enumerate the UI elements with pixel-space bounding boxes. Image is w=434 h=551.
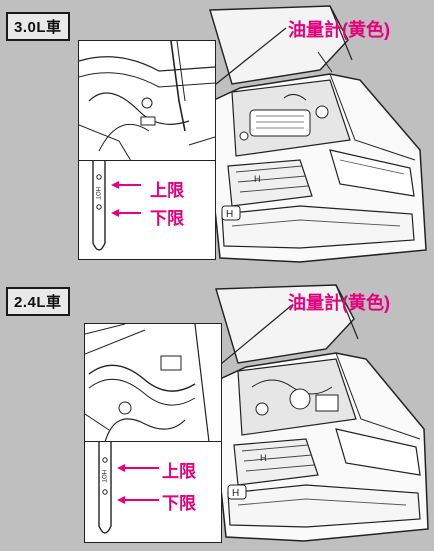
dipstick-callout: 油量計(黄色): [288, 20, 390, 40]
lower-limit-label: 下限: [162, 494, 196, 513]
dipstick-closeup-inset: HOT: [78, 160, 216, 260]
svg-text:H: H: [226, 209, 233, 220]
engine-closeup-inset: [78, 40, 216, 162]
dipstick-callout: 油量計(黄色): [288, 293, 390, 313]
engine-closeup-inset: [84, 323, 222, 443]
svg-text:H: H: [232, 488, 239, 499]
svg-text:H: H: [260, 453, 267, 463]
panel-2-4l: H H 2.4L車 油量計(黄色): [0, 275, 434, 551]
panel-3-0l: H H 3.0L車 油量計(黄色): [0, 0, 434, 275]
dipstick-closeup-inset: HOT: [84, 441, 222, 543]
variant-label: 3.0L車: [6, 12, 70, 41]
variant-label: 2.4L車: [6, 287, 70, 316]
upper-limit-label: 上限: [150, 181, 184, 200]
svg-text:HOT: HOT: [94, 187, 100, 200]
svg-text:HOT: HOT: [100, 470, 106, 483]
svg-text:H: H: [254, 174, 261, 184]
car-front-illustration: H H: [173, 284, 429, 542]
car-front-illustration: H H: [165, 5, 427, 263]
lower-limit-label: 下限: [150, 209, 184, 228]
upper-limit-label: 上限: [162, 462, 196, 481]
